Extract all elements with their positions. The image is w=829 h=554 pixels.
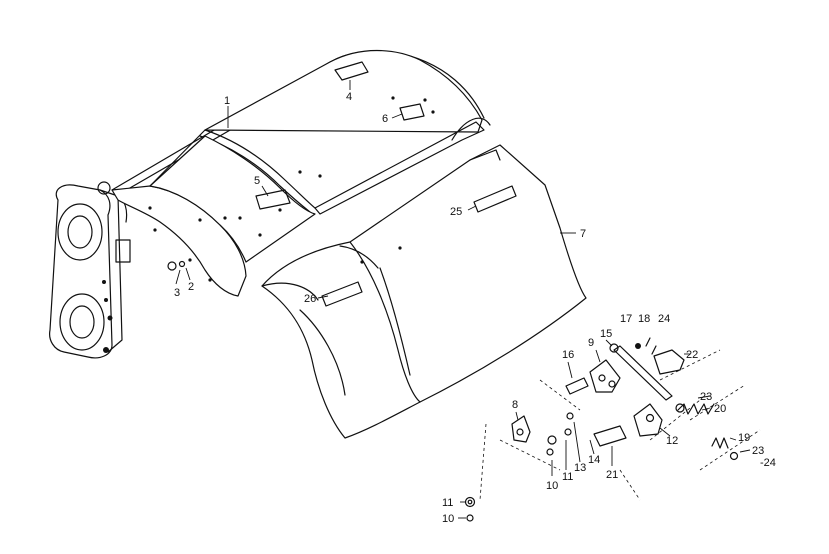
callout-13: 13	[574, 462, 586, 474]
callout-11-lower: 11	[442, 497, 453, 509]
leader-lines	[175, 80, 751, 519]
callout-18: 18	[638, 313, 650, 325]
callout-15: 15	[600, 328, 612, 340]
chain-case-housing	[49, 181, 131, 359]
callout-9: 9	[588, 337, 594, 349]
callout-23-lower: 23	[752, 445, 764, 457]
callout-20: 20	[714, 403, 726, 415]
callout-24-lower: -24	[760, 457, 776, 469]
rear-hood-shell	[111, 49, 491, 297]
callout-labels: 1 2 3 4 5 6 7 8 9 10 10 11 11 12 13 14 1…	[174, 91, 776, 525]
callout-23-upper: 23	[700, 391, 712, 403]
callout-14: 14	[588, 454, 600, 466]
callout-10-lower: 10	[442, 513, 454, 525]
rear-flap-shield	[261, 144, 587, 439]
callout-26: 26	[304, 293, 316, 305]
callout-21: 21	[606, 469, 618, 481]
callout-10-upper: 10	[546, 480, 558, 492]
callout-4: 4	[346, 91, 352, 103]
callout-24-upper: 24	[658, 313, 670, 325]
callout-7: 7	[580, 228, 586, 240]
callout-2: 2	[188, 281, 194, 293]
callout-22: 22	[686, 349, 698, 361]
callout-3: 3	[174, 287, 180, 299]
callout-16: 16	[562, 349, 574, 361]
callout-6: 6	[382, 113, 388, 125]
hinge-mechanism	[167, 260, 761, 522]
callout-12: 12	[666, 435, 678, 447]
callout-25: 25	[450, 206, 462, 218]
callout-17: 17	[620, 313, 632, 325]
callout-11-upper: 11	[562, 471, 573, 483]
callout-8: 8	[512, 399, 518, 411]
callout-5: 5	[254, 175, 260, 187]
callout-1: 1	[224, 95, 230, 107]
callout-19: 19	[738, 432, 750, 444]
